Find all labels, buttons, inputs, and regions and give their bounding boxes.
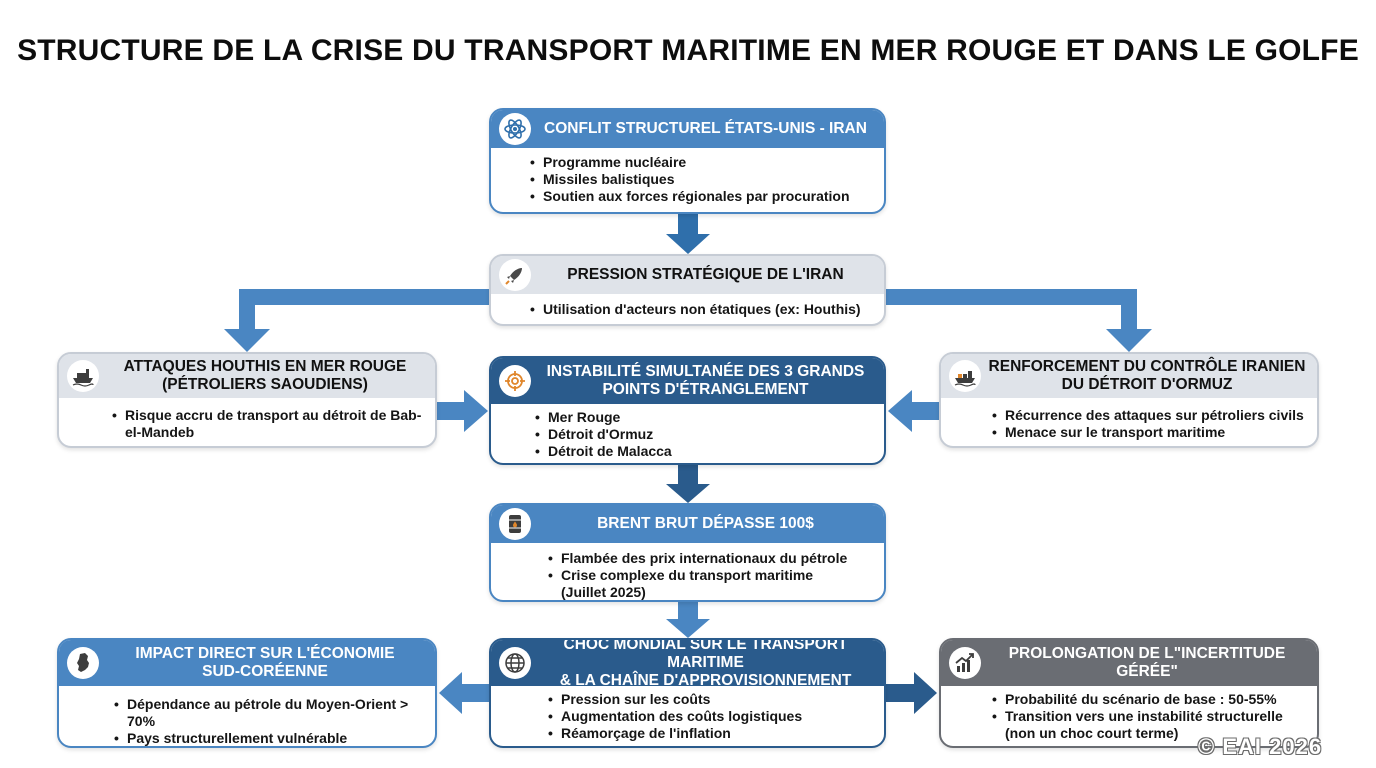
node-title-line-2: DU DÉTROIT D'ORMUZ bbox=[1061, 376, 1233, 393]
node-title-line-2: POINTS D'ÉTRANGLEMENT bbox=[602, 381, 809, 398]
atom-icon bbox=[499, 113, 531, 145]
node-global-shipping-shock: CHOC MONDIAL SUR LE TRANSPORT MARITIME &… bbox=[489, 638, 886, 748]
node-bullets: Récurrence des attaques sur pétroliers c… bbox=[941, 407, 1317, 441]
bullet: Mer Rouge bbox=[535, 409, 874, 426]
bullet: Transition vers une instabilité structur… bbox=[992, 708, 1305, 742]
node-bullets: Risque accru de transport au détroit de … bbox=[59, 407, 435, 441]
arrow-brent-to-shock bbox=[666, 602, 710, 638]
node-brent-crude: BRENT BRUT DÉPASSE 100$ Flambée des prix… bbox=[489, 503, 886, 602]
bullet: Crise complexe du transport maritime (Ju… bbox=[548, 567, 860, 600]
bullet: Augmentation des coûts logistiques bbox=[548, 708, 874, 725]
bullet: Soutien aux forces régionales par procur… bbox=[530, 188, 874, 205]
bullet: Dépendance au pétrole du Moyen-Orient > … bbox=[114, 696, 425, 730]
node-title-line-1: RENFORCEMENT DU CONTRÔLE IRANIEN bbox=[988, 358, 1306, 375]
node-title-line-1: IMPACT DIRECT SUR L'ÉCONOMIE bbox=[135, 645, 395, 662]
arrow-pressure-to-hormuz bbox=[886, 289, 1152, 352]
bullet: Réamorçage de l'inflation bbox=[548, 725, 874, 742]
node-title-line-1: PROLONGATION DE L"INCERTITUDE bbox=[1008, 645, 1286, 662]
node-title: CONFLIT STRUCTUREL ÉTATS-UNIS - IRAN bbox=[544, 120, 867, 137]
node-title-line-2: GÉRÉE" bbox=[1116, 663, 1178, 680]
trend-chart-icon bbox=[949, 647, 981, 679]
node-bullets: Dépendance au pétrole du Moyen-Orient > … bbox=[59, 696, 435, 746]
bullet: Programme nucléaire bbox=[530, 154, 874, 171]
node-houthi-attacks: ATTAQUES HOUTHIS EN MER ROUGE (PÉTROLIER… bbox=[57, 352, 437, 448]
node-bullets: Utilisation d'acteurs non étatiques (ex:… bbox=[491, 301, 884, 318]
bullet: Missiles balistiques bbox=[530, 171, 874, 188]
node-chokepoint-instability: INSTABILITÉ SIMULTANÉE DES 3 GRANDS POIN… bbox=[489, 356, 886, 465]
bullet: Détroit de Malacca bbox=[535, 443, 874, 460]
korea-map-icon bbox=[67, 647, 99, 679]
bullet: Utilisation d'acteurs non étatiques (ex:… bbox=[530, 301, 874, 318]
node-iran-strategic-pressure: PRESSION STRATÉGIQUE DE L'IRAN Utilisati… bbox=[489, 254, 886, 326]
cargo-ship-icon bbox=[949, 360, 981, 392]
arrow-pressure-to-houthi bbox=[224, 289, 490, 352]
copyright-watermark: © EAI 2026 bbox=[1198, 734, 1323, 759]
node-title-line-1: CHOC MONDIAL SUR LE TRANSPORT MARITIME bbox=[563, 638, 848, 671]
tanker-ship-icon bbox=[67, 360, 99, 392]
arrow-houthi-to-instability bbox=[437, 390, 488, 432]
node-title-line-2: & LA CHAÎNE D'APPROVISIONNEMENT bbox=[559, 672, 852, 689]
bullet: Risque accru de transport au détroit de … bbox=[112, 407, 425, 441]
node-bullets: Pression sur les coûts Augmentation des … bbox=[491, 691, 884, 742]
arrow-instability-to-brent bbox=[666, 465, 710, 503]
bullet: Récurrence des attaques sur pétroliers c… bbox=[992, 407, 1307, 424]
arrow-shock-to-korea bbox=[439, 672, 490, 714]
missile-icon bbox=[499, 259, 531, 291]
bullet: Pays structurellement vulnérable bbox=[114, 730, 425, 746]
arrow-shock-to-prolong bbox=[886, 672, 937, 714]
node-title: BRENT BRUT DÉPASSE 100$ bbox=[597, 515, 814, 532]
globe-icon bbox=[499, 647, 531, 679]
node-bullets: Mer Rouge Détroit d'Ormuz Détroit de Mal… bbox=[491, 409, 884, 460]
arrow-hormuz-to-instability bbox=[888, 390, 939, 432]
crosshair-icon bbox=[499, 365, 531, 397]
node-title-line-2: (PÉTROLIERS SAOUDIENS) bbox=[162, 376, 368, 393]
bullet: Probabilité du scénario de base : 50-55% bbox=[992, 691, 1305, 708]
node-hormuz-control: RENFORCEMENT DU CONTRÔLE IRANIEN DU DÉTR… bbox=[939, 352, 1319, 448]
oil-barrel-icon bbox=[499, 508, 531, 540]
node-title-line-2: SUD-CORÉENNE bbox=[202, 663, 328, 680]
node-title: PRESSION STRATÉGIQUE DE L'IRAN bbox=[567, 266, 844, 283]
node-bullets: Flambée des prix internationaux du pétro… bbox=[491, 550, 884, 600]
arrow-conflict-to-pressure bbox=[666, 214, 710, 254]
node-title-line-1: INSTABILITÉ SIMULTANÉE DES 3 GRANDS bbox=[546, 363, 865, 380]
bullet: Flambée des prix internationaux du pétro… bbox=[548, 550, 860, 567]
node-korea-impact: IMPACT DIRECT SUR L'ÉCONOMIE SUD-CORÉENN… bbox=[57, 638, 437, 748]
bullet: Détroit d'Ormuz bbox=[535, 426, 874, 443]
node-managed-uncertainty: PROLONGATION DE L"INCERTITUDE GÉRÉE" Pro… bbox=[939, 638, 1319, 748]
bullet: Menace sur le transport maritime bbox=[992, 424, 1307, 441]
diagram-title: STRUCTURE DE LA CRISE DU TRANSPORT MARIT… bbox=[17, 34, 1359, 67]
node-title-line-1: ATTAQUES HOUTHIS EN MER ROUGE bbox=[123, 358, 407, 375]
node-bullets: Probabilité du scénario de base : 50-55%… bbox=[941, 691, 1317, 742]
node-us-iran-conflict: CONFLIT STRUCTUREL ÉTATS-UNIS - IRAN Pro… bbox=[489, 108, 886, 214]
bullet: Pression sur les coûts bbox=[548, 691, 874, 708]
node-bullets: Programme nucléaire Missiles balistiques… bbox=[491, 154, 884, 205]
